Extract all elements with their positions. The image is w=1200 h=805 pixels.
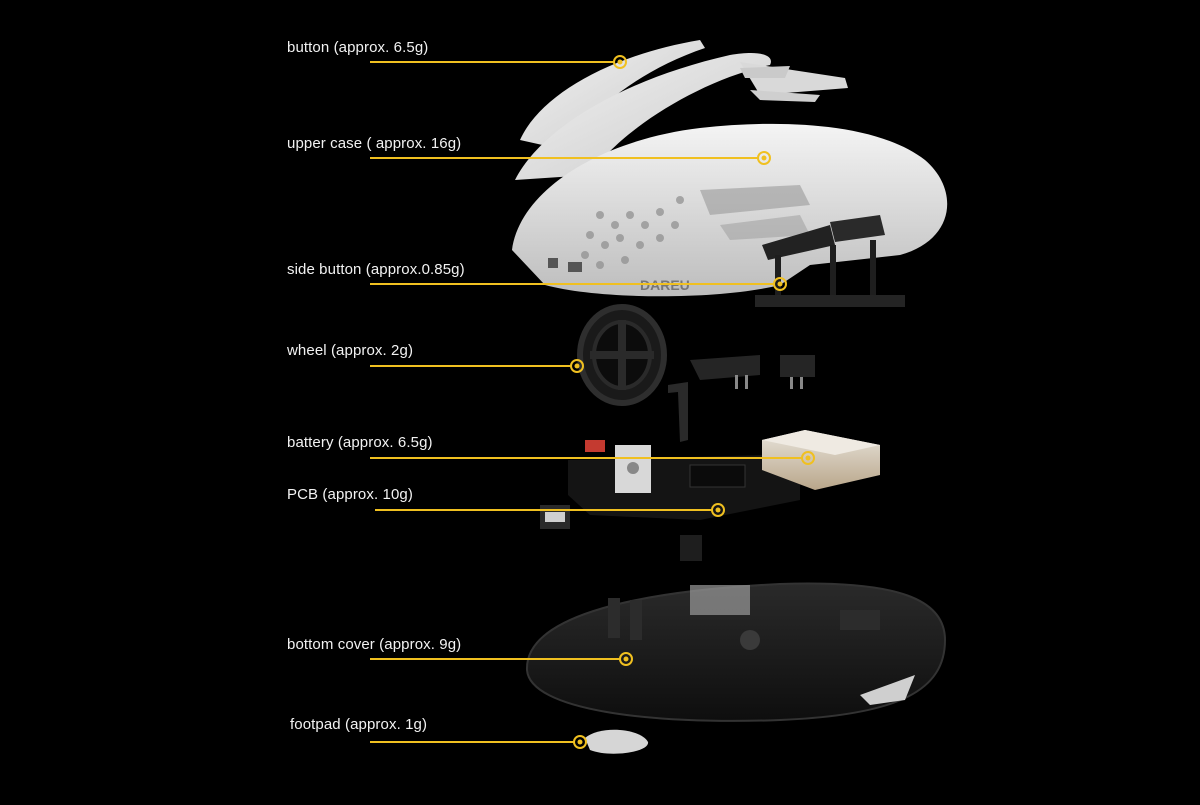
label-footpad: footpad (approx. 1g) <box>290 716 428 733</box>
callout-marker-footpad <box>573 735 587 749</box>
callout-marker-bottom-cover <box>619 652 633 666</box>
label-upper-case: upper case ( approx. 16g) <box>287 135 462 152</box>
callout-lines <box>370 61 802 743</box>
wheel-part <box>577 304 667 406</box>
callout-markers <box>570 55 815 749</box>
callout-marker-button <box>613 55 627 69</box>
callout-marker-battery <box>801 451 815 465</box>
callout-marker-side-button <box>773 277 787 291</box>
label-battery: battery (approx. 6.5g) <box>287 434 433 451</box>
pcb-part <box>540 440 800 561</box>
label-side-button: side button (approx.0.85g) <box>287 261 465 278</box>
battery-part <box>762 430 880 490</box>
callout-marker-upper-case <box>757 151 771 165</box>
bottom-cover-part <box>525 582 947 722</box>
callout-marker-pcb <box>711 503 725 517</box>
callout-marker-wheel <box>570 359 584 373</box>
upper-case-part: DAREU <box>512 123 948 297</box>
button-part <box>515 40 848 180</box>
label-button: button (approx. 6.5g) <box>287 39 429 56</box>
label-wheel: wheel (approx. 2g) <box>287 342 414 359</box>
footpad-part <box>585 729 649 754</box>
label-bottom-cover: bottom cover (approx. 9g) <box>287 636 462 653</box>
side-button-part <box>755 215 905 307</box>
label-pcb: PCB (approx. 10g) <box>287 486 413 503</box>
encoder-parts <box>668 355 815 442</box>
